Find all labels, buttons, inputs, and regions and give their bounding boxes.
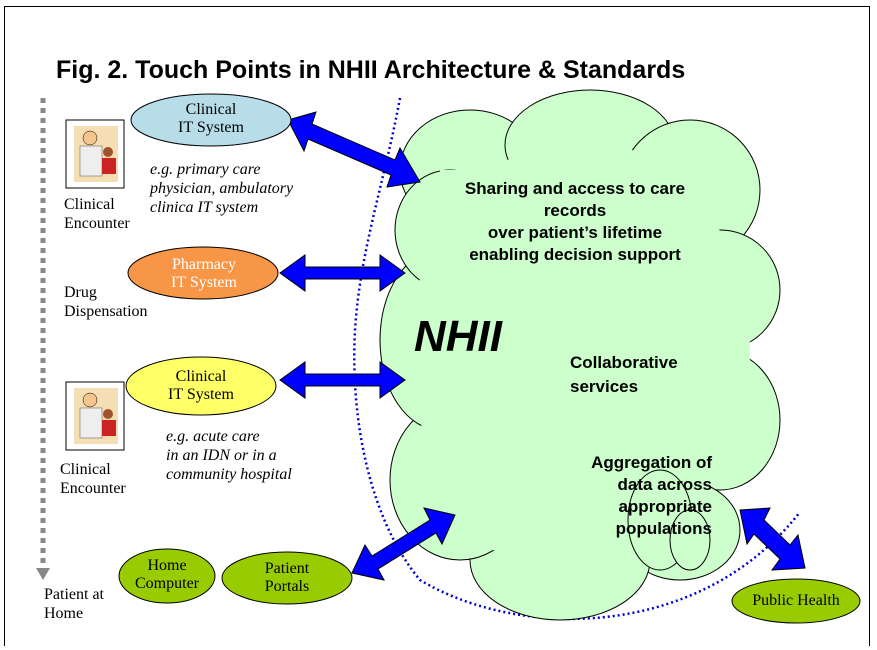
patient-portals: Patient Portals — [232, 560, 342, 596]
pharmacy-it-system: Pharmacy IT System — [145, 256, 263, 292]
sharing-line1: Sharing and access to care — [464, 179, 686, 198]
clinical-it-system-1-shape — [130, 93, 292, 147]
home-computer: Home Computer — [127, 557, 207, 593]
aggregation-line1: Aggregation of — [591, 453, 712, 472]
aggregation-line3: appropriate — [618, 497, 712, 516]
clinical-it-system-2-shape — [125, 356, 277, 416]
patient-portals-line1: Patient — [264, 560, 310, 577]
clinical-it-system-1-line1: Clinical — [185, 101, 237, 118]
public-health-shape — [731, 578, 861, 624]
drug-dispensation-line1: Drug — [64, 284, 97, 301]
arrow-clinical2 — [279, 361, 406, 399]
drug-dispensation-label: Drug Dispensation — [64, 283, 148, 321]
arrow-clinical1 — [287, 111, 421, 188]
pharmacy-it-system-shape — [127, 246, 279, 300]
note-acute-care: e.g. acute care in an IDN or in a commun… — [166, 427, 292, 484]
nhii-label: NHII — [414, 312, 502, 361]
note-primary-care: e.g. primary care physician, ambulatory … — [150, 160, 293, 217]
figure-frame — [4, 6, 870, 646]
sharing-text: Sharing and access to care records over … — [425, 178, 725, 266]
clinical-encounter-1-line2: Encounter — [64, 215, 130, 232]
clinical-it-system-2: Clinical IT System — [140, 368, 262, 404]
sharing-line4: enabling decision support — [469, 245, 681, 264]
note-primary-care-line2: physician, ambulatory — [150, 180, 294, 197]
home-computer-line2: Computer — [135, 575, 199, 592]
arrow-pharmacy — [279, 254, 406, 292]
clinical-encounter-2-line1: Clinical — [60, 461, 111, 478]
boundary-dotted-line — [353, 97, 801, 621]
clinical-encounter-label-1: Clinical Encounter — [64, 195, 130, 233]
aggregation-line2: data across — [617, 475, 713, 494]
clinician-image-2 — [65, 381, 125, 451]
arrow-home — [351, 507, 456, 581]
aggregation-line4: populations — [615, 519, 712, 538]
clinical-it-system-1: Clinical IT System — [150, 101, 272, 137]
clinical-it-system-2-line1: Clinical — [175, 368, 227, 385]
note-primary-care-line1: e.g. primary care — [150, 161, 261, 178]
clinical-encounter-label-2: Clinical Encounter — [60, 460, 126, 498]
patient-at-home-label: Patient at Home — [44, 585, 104, 623]
nhii-cloud — [379, 89, 781, 621]
note-primary-care-line3: clinica IT system — [150, 199, 259, 216]
drug-dispensation-line2: Dispensation — [64, 303, 148, 320]
patient-portals-line2: Portals — [264, 578, 310, 595]
clinical-it-system-2-line2: IT System — [168, 386, 234, 403]
pharmacy-it-system-line2: IT System — [171, 274, 237, 291]
home-computer-shape — [118, 548, 216, 604]
home-computer-line1: Home — [147, 557, 187, 574]
aggregation-text: Aggregation of data across appropriate p… — [560, 452, 712, 540]
clinician-image-1 — [65, 119, 125, 189]
public-health: Public Health — [752, 592, 840, 609]
collaborative-line2: services — [570, 377, 639, 396]
patient-at-home-line1: Patient at — [44, 586, 104, 603]
collaborative-services-text: Collaborative services — [570, 351, 678, 399]
figure-title: Fig. 2. Touch Points in NHII Architectur… — [56, 56, 686, 84]
timeline-arrowhead — [36, 568, 50, 580]
sharing-line2: records — [543, 201, 607, 220]
clinical-encounter-2-line2: Encounter — [60, 480, 126, 497]
arrow-public-health — [739, 507, 806, 571]
sharing-line3: over patient’s lifetime — [487, 223, 663, 242]
collaborative-line1: Collaborative — [570, 353, 678, 372]
clinical-it-system-1-line2: IT System — [178, 119, 244, 136]
pharmacy-it-system-line1: Pharmacy — [172, 256, 236, 273]
note-acute-care-line3: community hospital — [166, 466, 292, 483]
note-acute-care-line1: e.g. acute care — [166, 428, 260, 445]
patient-portals-shape — [221, 551, 353, 605]
note-acute-care-line2: in an IDN or in a — [166, 447, 277, 464]
arrows — [279, 111, 806, 581]
patient-at-home-line2: Home — [44, 605, 84, 622]
clinical-encounter-1-line1: Clinical — [64, 196, 115, 213]
